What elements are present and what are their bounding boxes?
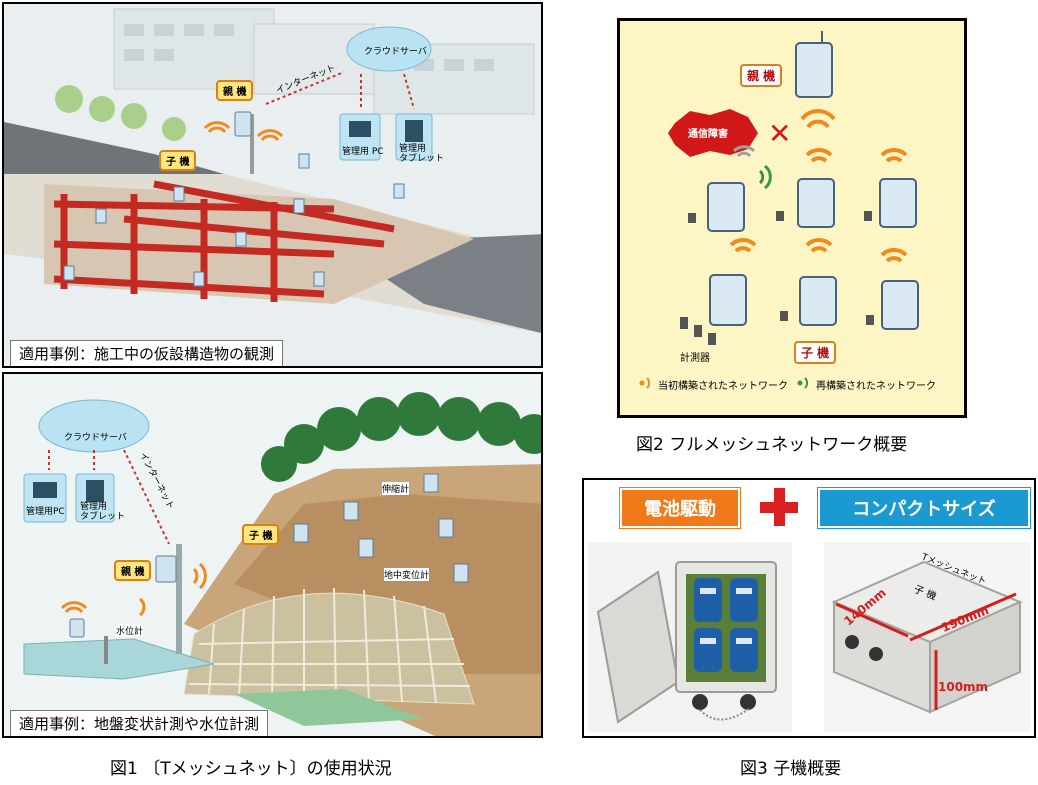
parent-unit-tag: 親 機 (740, 64, 783, 87)
failure-tag: 通信障害 (688, 129, 728, 140)
fig2-panel: ✕ (617, 18, 967, 418)
child-unit-tag: 子 機 (242, 524, 280, 545)
pc-label: 管理用 PC (342, 147, 384, 157)
child-unit-tag: 子 機 (794, 341, 837, 364)
legend-initial-network: 当初構築されたネットワーク (658, 381, 788, 392)
extensometer-label: 伸縮計 (382, 482, 410, 495)
child-unit-tag: 子 機 (159, 150, 197, 171)
figure3-caption: 図3 子機概要 (740, 759, 842, 779)
slope-illustration (4, 374, 541, 736)
compact-badge-label: コンパクトサイズ (852, 499, 996, 520)
tablet-label: 管理用 タブレット (80, 502, 126, 522)
battery-badge: 電池駆動 (620, 488, 740, 528)
pc-label: 管理用PC (26, 507, 65, 517)
figure2-caption: 図2 フルメッシュネットワーク概要 (636, 435, 908, 455)
water-gauge-label: 水位計 (116, 624, 144, 637)
dim-height: 100mm (938, 680, 989, 694)
parent-unit-tag: 親 機 (216, 80, 254, 101)
fig1-bottom-panel: クラウドサーバ インターネット 管理用PC 管理用 タブレット 親 機 子 機 … (2, 372, 543, 738)
plus-icon (760, 488, 798, 526)
parent-unit-tag: 親 機 (114, 560, 152, 581)
sensor-label: 計測器 (680, 353, 710, 364)
figure1-caption: 図1 〔Tメッシュネット〕の使用状況 (110, 759, 392, 779)
open-device-photo (588, 542, 792, 732)
tablet-label: 管理用 タブレット (399, 144, 445, 164)
inclinometer-label: 地中変位計 (384, 568, 430, 581)
mesh-network-diagram: ✕ (639, 31, 919, 389)
legend-rebuilt-network: 再構築されたネットワーク (816, 381, 936, 392)
cloud-server-label: クラウドサーバ (64, 433, 127, 443)
fig3-panel: 電池駆動 コンパクトサイズ Tメッシュネット 子 機 (582, 478, 1036, 738)
compact-badge: コンパクトサイズ (818, 488, 1030, 528)
case-label-bottom: 適用事例：地盤変状計測や水位計測 (10, 710, 269, 736)
cloud-server-label: クラウドサーバ (364, 47, 427, 57)
closed-device-photo (824, 542, 1030, 732)
fig1-top-panel: クラウドサーバ インターネット 親 機 子 機 管理用 PC 管理用 タブレット… (2, 2, 543, 368)
svg-text:✕: ✕ (768, 117, 791, 150)
case-label-top: 適用事例：施工中の仮設構造物の観測 (10, 340, 284, 366)
construction-illustration (4, 4, 541, 366)
battery-badge-label: 電池駆動 (644, 499, 716, 520)
